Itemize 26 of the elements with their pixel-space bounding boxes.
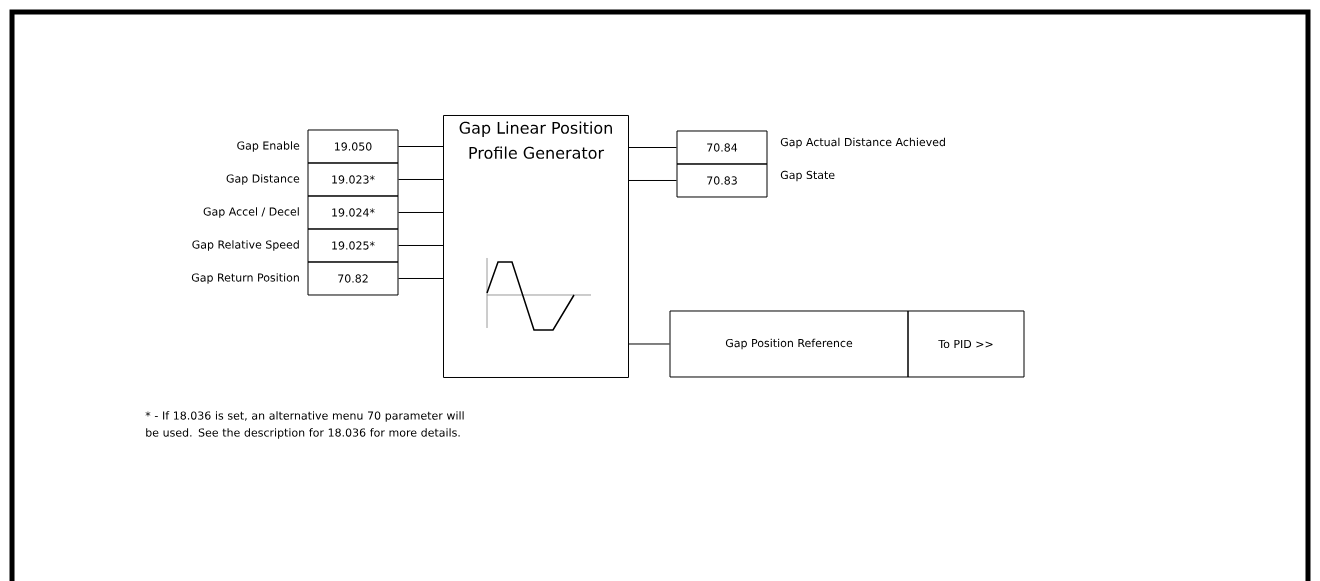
connector-line (398, 146, 444, 147)
parameter-label: Gap Actual Distance Achieved (780, 137, 945, 149)
generator-box: Gap Linear Position Profile Generator (443, 115, 629, 378)
output-box: To PID >> (907, 310, 1025, 378)
parameter-label: Gap Enable (237, 141, 300, 152)
output-box: Gap Position Reference (669, 310, 909, 378)
parameter-box: 19.025* (307, 228, 399, 263)
footnote: * - If 18.036 is set, an alternative menu 70 parameter will be used. See the description for 18.036 for more details. (145, 411, 464, 439)
parameter-label: Gap Return Position (191, 273, 299, 284)
connector-line (398, 245, 444, 246)
parameter-label: Gap State (780, 170, 835, 182)
parameter-box: 70.84 (676, 130, 768, 165)
parameter-box: 19.024* (307, 195, 399, 230)
connector-line (398, 212, 444, 213)
parameter-box: 70.82 (307, 261, 399, 296)
parameter-box: 19.023* (307, 162, 399, 197)
parameter-box: 19.050 (307, 129, 399, 164)
parameter-label: Gap Accel / Decel (203, 207, 299, 218)
connector-line (628, 343, 670, 345)
parameter-label: Gap Distance (226, 174, 300, 185)
parameter-box: 70.83 (676, 163, 768, 198)
connector-line (628, 147, 677, 148)
connector-line (628, 180, 677, 181)
connector-line (398, 278, 444, 279)
parameter-label: Gap Relative Speed (192, 240, 299, 251)
connector-line (398, 179, 444, 180)
